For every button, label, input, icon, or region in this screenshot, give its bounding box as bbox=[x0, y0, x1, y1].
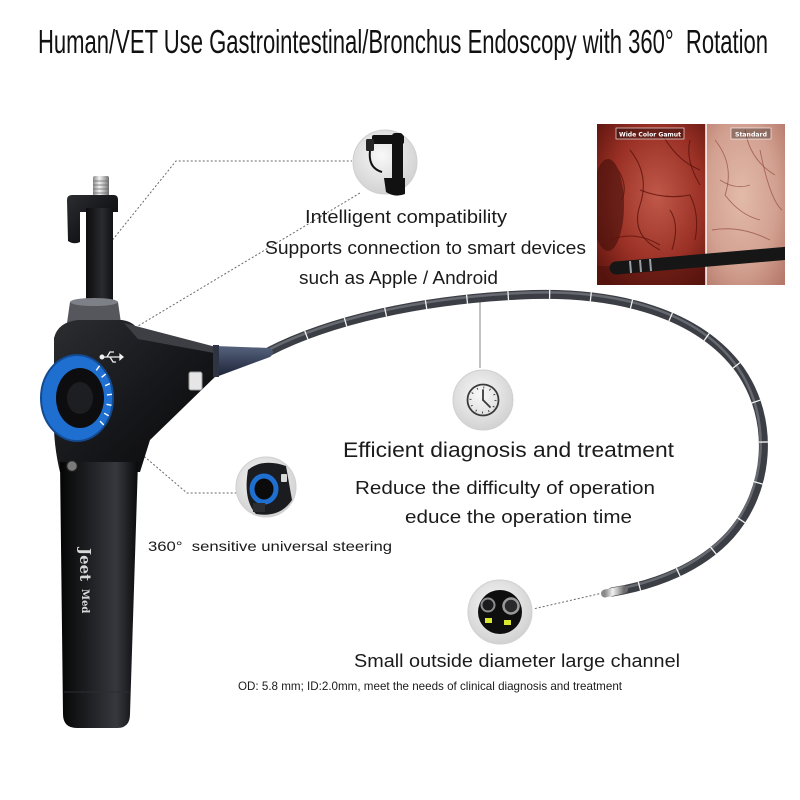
strain-relief bbox=[216, 346, 273, 377]
compatibility-icon-badge bbox=[352, 129, 418, 196]
led-light bbox=[504, 620, 511, 625]
capture-button bbox=[65, 459, 79, 473]
endoscope-handle: Jeet Med bbox=[40, 176, 273, 728]
callout-line-steering bbox=[131, 445, 238, 494]
handle-grip bbox=[60, 462, 138, 728]
callout-line-compatibility-lower bbox=[117, 192, 361, 339]
steering-dial bbox=[40, 354, 114, 442]
clock-icon bbox=[466, 383, 500, 417]
tissue-veins-standard bbox=[711, 129, 783, 241]
channel-icon-badge bbox=[467, 579, 533, 645]
led-light bbox=[485, 618, 492, 623]
channel-detail: OD: 5.8 mm; ID:2.0mm, meet the needs of … bbox=[238, 679, 623, 693]
feature-compatibility: Intelligent compatibility Supports conne… bbox=[265, 207, 586, 288]
efficiency-heading: Efficient diagnosis and treatment bbox=[343, 439, 674, 462]
channel-heading: Small outside diameter large channel bbox=[354, 651, 680, 671]
steering-caption: 360° sensitive universal steering bbox=[148, 538, 392, 554]
port-connector bbox=[188, 371, 203, 391]
steering-icon-badge bbox=[235, 456, 297, 518]
holder-screw bbox=[93, 176, 109, 198]
efficiency-line-2: educe the operation time bbox=[405, 507, 632, 527]
scope-tip-icon bbox=[478, 590, 522, 634]
cone-ring bbox=[213, 345, 219, 377]
feature-steering: 360° sensitive universal steering bbox=[148, 538, 392, 554]
inset-label-standard: Standard bbox=[735, 131, 767, 139]
brand-logo-primary: Jeet bbox=[76, 546, 94, 581]
efficiency-line-1: Reduce the difficulty of operation bbox=[355, 478, 655, 498]
phone-holder-icon bbox=[366, 133, 405, 196]
color-comparison-inset: Wide Color Gamut Standard bbox=[597, 124, 785, 285]
holder-collar bbox=[67, 302, 121, 323]
camera-lens bbox=[480, 597, 496, 613]
tissue-veins-wide-gamut bbox=[609, 129, 701, 251]
callout-line-tip bbox=[532, 591, 608, 610]
inset-scope-tube bbox=[609, 246, 785, 275]
steering-dial-icon bbox=[246, 462, 292, 515]
efficiency-icon-badge bbox=[452, 369, 514, 431]
feature-channel: Small outside diameter large channel OD:… bbox=[238, 651, 680, 693]
cable-highlight bbox=[267, 291, 762, 592]
distal-tip bbox=[601, 585, 628, 598]
page-title: Human/VET Use Gastrointestinal/Bronchus … bbox=[38, 23, 768, 60]
compatibility-heading: Intelligent compatibility bbox=[305, 207, 507, 227]
phone-clamp bbox=[67, 195, 118, 244]
holder-column bbox=[86, 208, 113, 306]
feature-efficiency: Efficient diagnosis and treatment Reduce… bbox=[343, 439, 674, 527]
callout-line-compatibility bbox=[109, 160, 352, 244]
usb-icon bbox=[99, 351, 125, 363]
callout-lines bbox=[109, 160, 608, 610]
compatibility-line-2: such as Apple / Android bbox=[299, 268, 498, 288]
insertion-cable bbox=[263, 289, 768, 598]
working-channel bbox=[502, 597, 520, 615]
compatibility-line-1: Supports connection to smart devices bbox=[265, 238, 586, 258]
brand-logo-secondary: Med bbox=[79, 589, 90, 613]
inset-label-wide-gamut: Wide Color Gamut bbox=[619, 131, 681, 139]
